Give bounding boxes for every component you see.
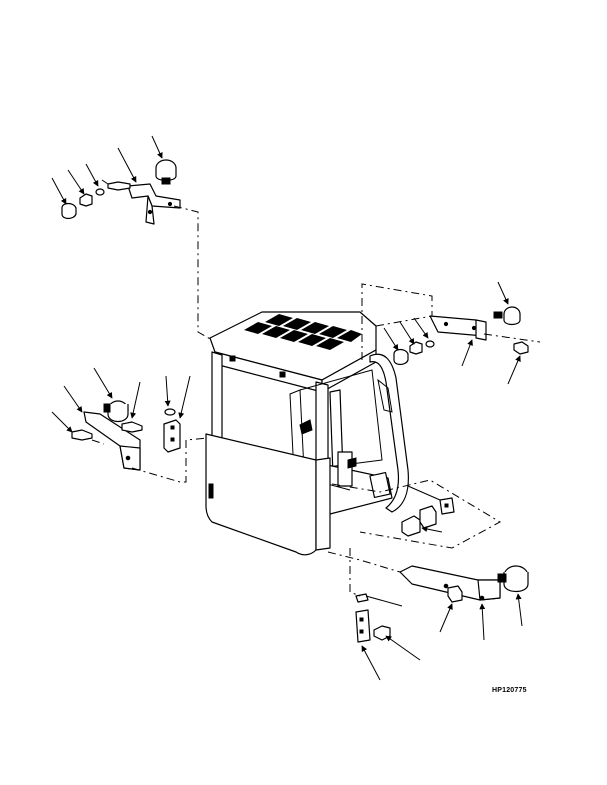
spring-washer — [355, 593, 369, 603]
rear-right-lower-mount-group — [327, 551, 529, 641]
lower-center-fastener-group — [349, 548, 421, 681]
pin — [373, 625, 391, 641]
bolt — [447, 585, 463, 603]
nut — [409, 341, 423, 355]
washer — [425, 340, 435, 348]
roof-grating — [244, 314, 362, 350]
rubber-isolator — [155, 159, 177, 185]
washer — [164, 408, 176, 416]
clip-bracket — [163, 419, 181, 453]
nut — [79, 193, 93, 207]
figure-code: HP120775 — [492, 687, 527, 694]
cap — [393, 348, 409, 366]
upper-left-bracket — [127, 183, 181, 209]
front-left-upper-mount-group — [51, 135, 213, 341]
elbow — [419, 505, 437, 529]
washer — [95, 188, 105, 196]
cap — [61, 202, 77, 220]
bolt — [71, 429, 93, 441]
rubber-isolator — [493, 306, 521, 326]
rubber-isolator — [497, 565, 529, 593]
rubber-isolator — [103, 400, 129, 423]
fitting — [401, 515, 421, 537]
operator-cab — [205, 311, 409, 556]
rear-mid-fastener-group — [331, 479, 502, 549]
rear-right-upper-mount-group — [361, 281, 541, 385]
bolt — [107, 181, 131, 191]
bolt — [513, 341, 529, 355]
front-left-lower-mount-group — [51, 367, 209, 483]
hinge-plate — [355, 609, 371, 643]
bolt — [121, 421, 143, 433]
